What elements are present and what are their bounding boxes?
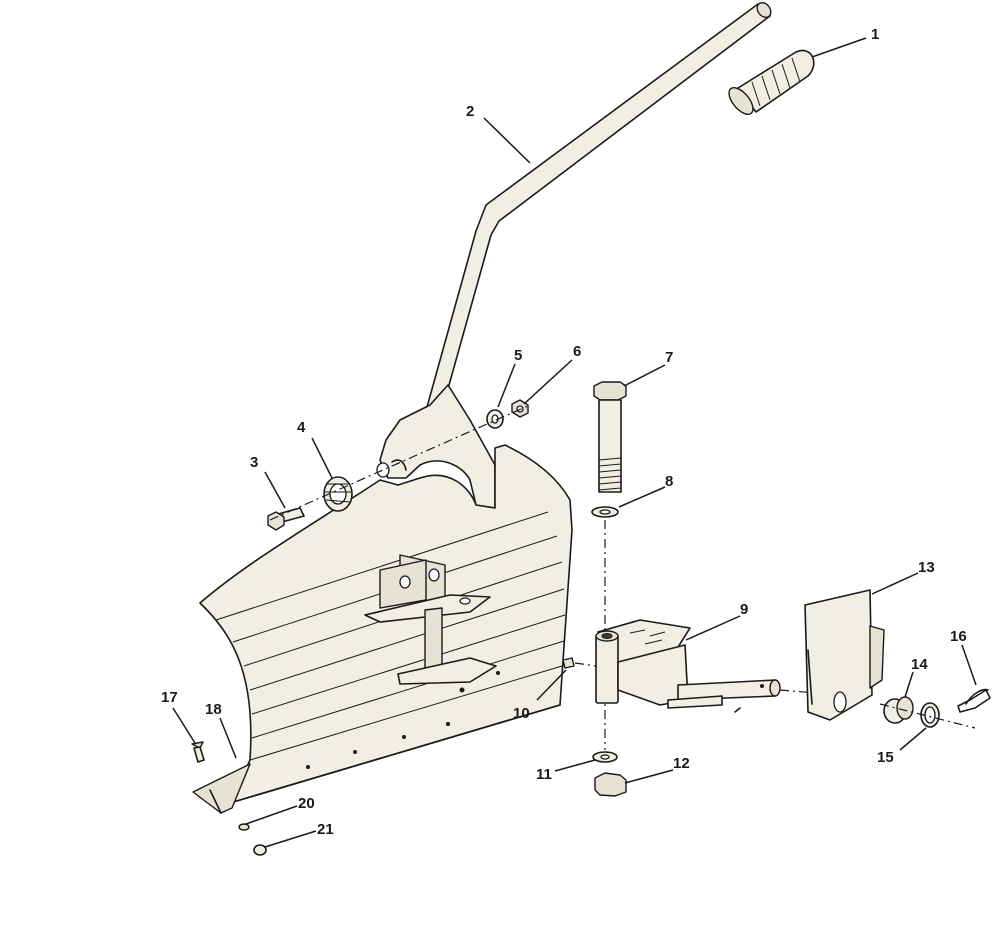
callout-8: 8	[665, 473, 673, 490]
pivot-bolt-stack	[591, 381, 627, 797]
pivot-hardware	[267, 399, 531, 531]
handle-grip	[728, 49, 815, 713]
callout-leaders	[172, 37, 977, 848]
callout-16: 16	[950, 628, 967, 645]
callout-10: 10	[513, 705, 530, 722]
callout-11: 11	[536, 766, 552, 783]
lift-handle	[376, 1, 772, 509]
callout-2: 2	[466, 103, 474, 120]
callout-3: 3	[250, 454, 258, 471]
callout-21: 21	[317, 821, 334, 838]
callout-13: 13	[918, 559, 935, 576]
callout-5: 5	[514, 347, 522, 364]
pivot-bracket	[562, 619, 841, 709]
blade-brackets	[364, 554, 497, 685]
callout-20: 20	[298, 795, 315, 812]
plow-blade	[192, 444, 573, 814]
callout-9: 9	[740, 601, 748, 618]
callout-14: 14	[911, 656, 928, 673]
callout-1: 1	[871, 26, 879, 43]
trip-plate-hardware	[804, 589, 991, 729]
callout-18: 18	[205, 701, 222, 718]
callout-6: 6	[573, 343, 581, 360]
callout-12: 12	[673, 755, 690, 772]
callout-labels: 1 2 3 4 5 6 7 8 9 10 11 12 13 14 15 16 1…	[161, 26, 967, 838]
callout-4: 4	[297, 419, 306, 436]
cutting-edge-hardware	[191, 741, 267, 856]
callout-15: 15	[877, 749, 894, 766]
callout-7: 7	[665, 349, 673, 366]
callout-17: 17	[161, 689, 178, 706]
